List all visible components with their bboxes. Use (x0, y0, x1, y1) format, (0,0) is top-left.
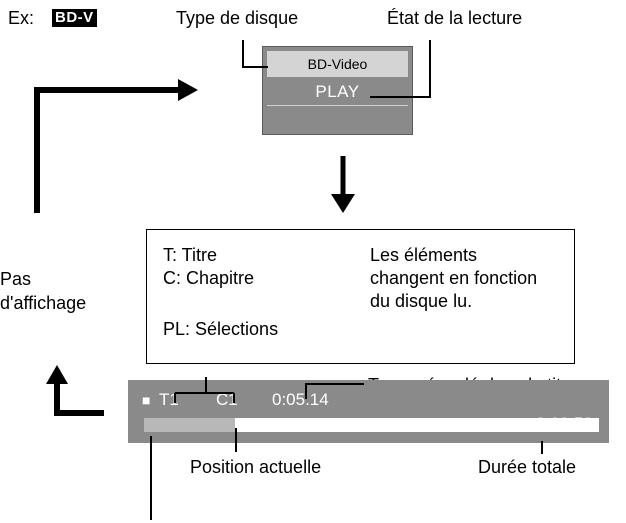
legend-box (146, 229, 575, 364)
loop-arrow-bottom (54, 383, 104, 416)
disc-type-pointer (242, 40, 268, 68)
current-position-label: Position actuelle (190, 457, 322, 477)
title-chapter-bracket (174, 377, 235, 403)
bar-chapter-number: C1 (216, 390, 238, 409)
legend-note-line1: Les éléments (370, 245, 478, 265)
total-duration-label: Durée totale (478, 457, 577, 477)
play-state-pointer (370, 40, 431, 98)
no-display-label-line1: Pas (0, 269, 32, 289)
disc-type-badge: BD-V (52, 9, 97, 27)
screen-divider (267, 105, 408, 106)
status-bar: ■ T1 C1 0:05.14 0:20.52 (128, 380, 609, 443)
down-arrow-head (331, 194, 355, 213)
screen-display: BD-Video PLAY (262, 46, 413, 135)
legend-chapter: C: Chapitre (163, 268, 255, 288)
playback-state-label: État de la lecture (387, 8, 523, 28)
progress-track (144, 418, 599, 432)
no-display-label-line2: d'affichage (0, 293, 87, 313)
bar-total-time: 0:20.52 (536, 414, 593, 433)
screen-disc-type: BD-Video (267, 51, 408, 77)
bar-title-number: T1 (159, 390, 179, 409)
elapsed-time-pointer (305, 383, 364, 399)
loop-arrow-top (34, 87, 180, 213)
legend-note-line3: du disque lu. (370, 291, 473, 311)
stop-icon: ■ (142, 392, 151, 408)
disc-type-label: Type de disque (176, 8, 299, 28)
legend-note-line2: changent en fonction (370, 268, 538, 288)
progress-fill (144, 418, 235, 432)
legend-playlist: PL: Sélections (163, 319, 279, 339)
legend-title: T: Titre (163, 245, 218, 265)
bar-elapsed-time: 0:05.14 (272, 390, 329, 409)
loop-arrow-top-head (178, 79, 198, 101)
example-prefix: Ex: (8, 8, 35, 28)
screen-play-state: PLAY (315, 82, 360, 101)
loop-arrow-bottom-head (46, 365, 68, 384)
